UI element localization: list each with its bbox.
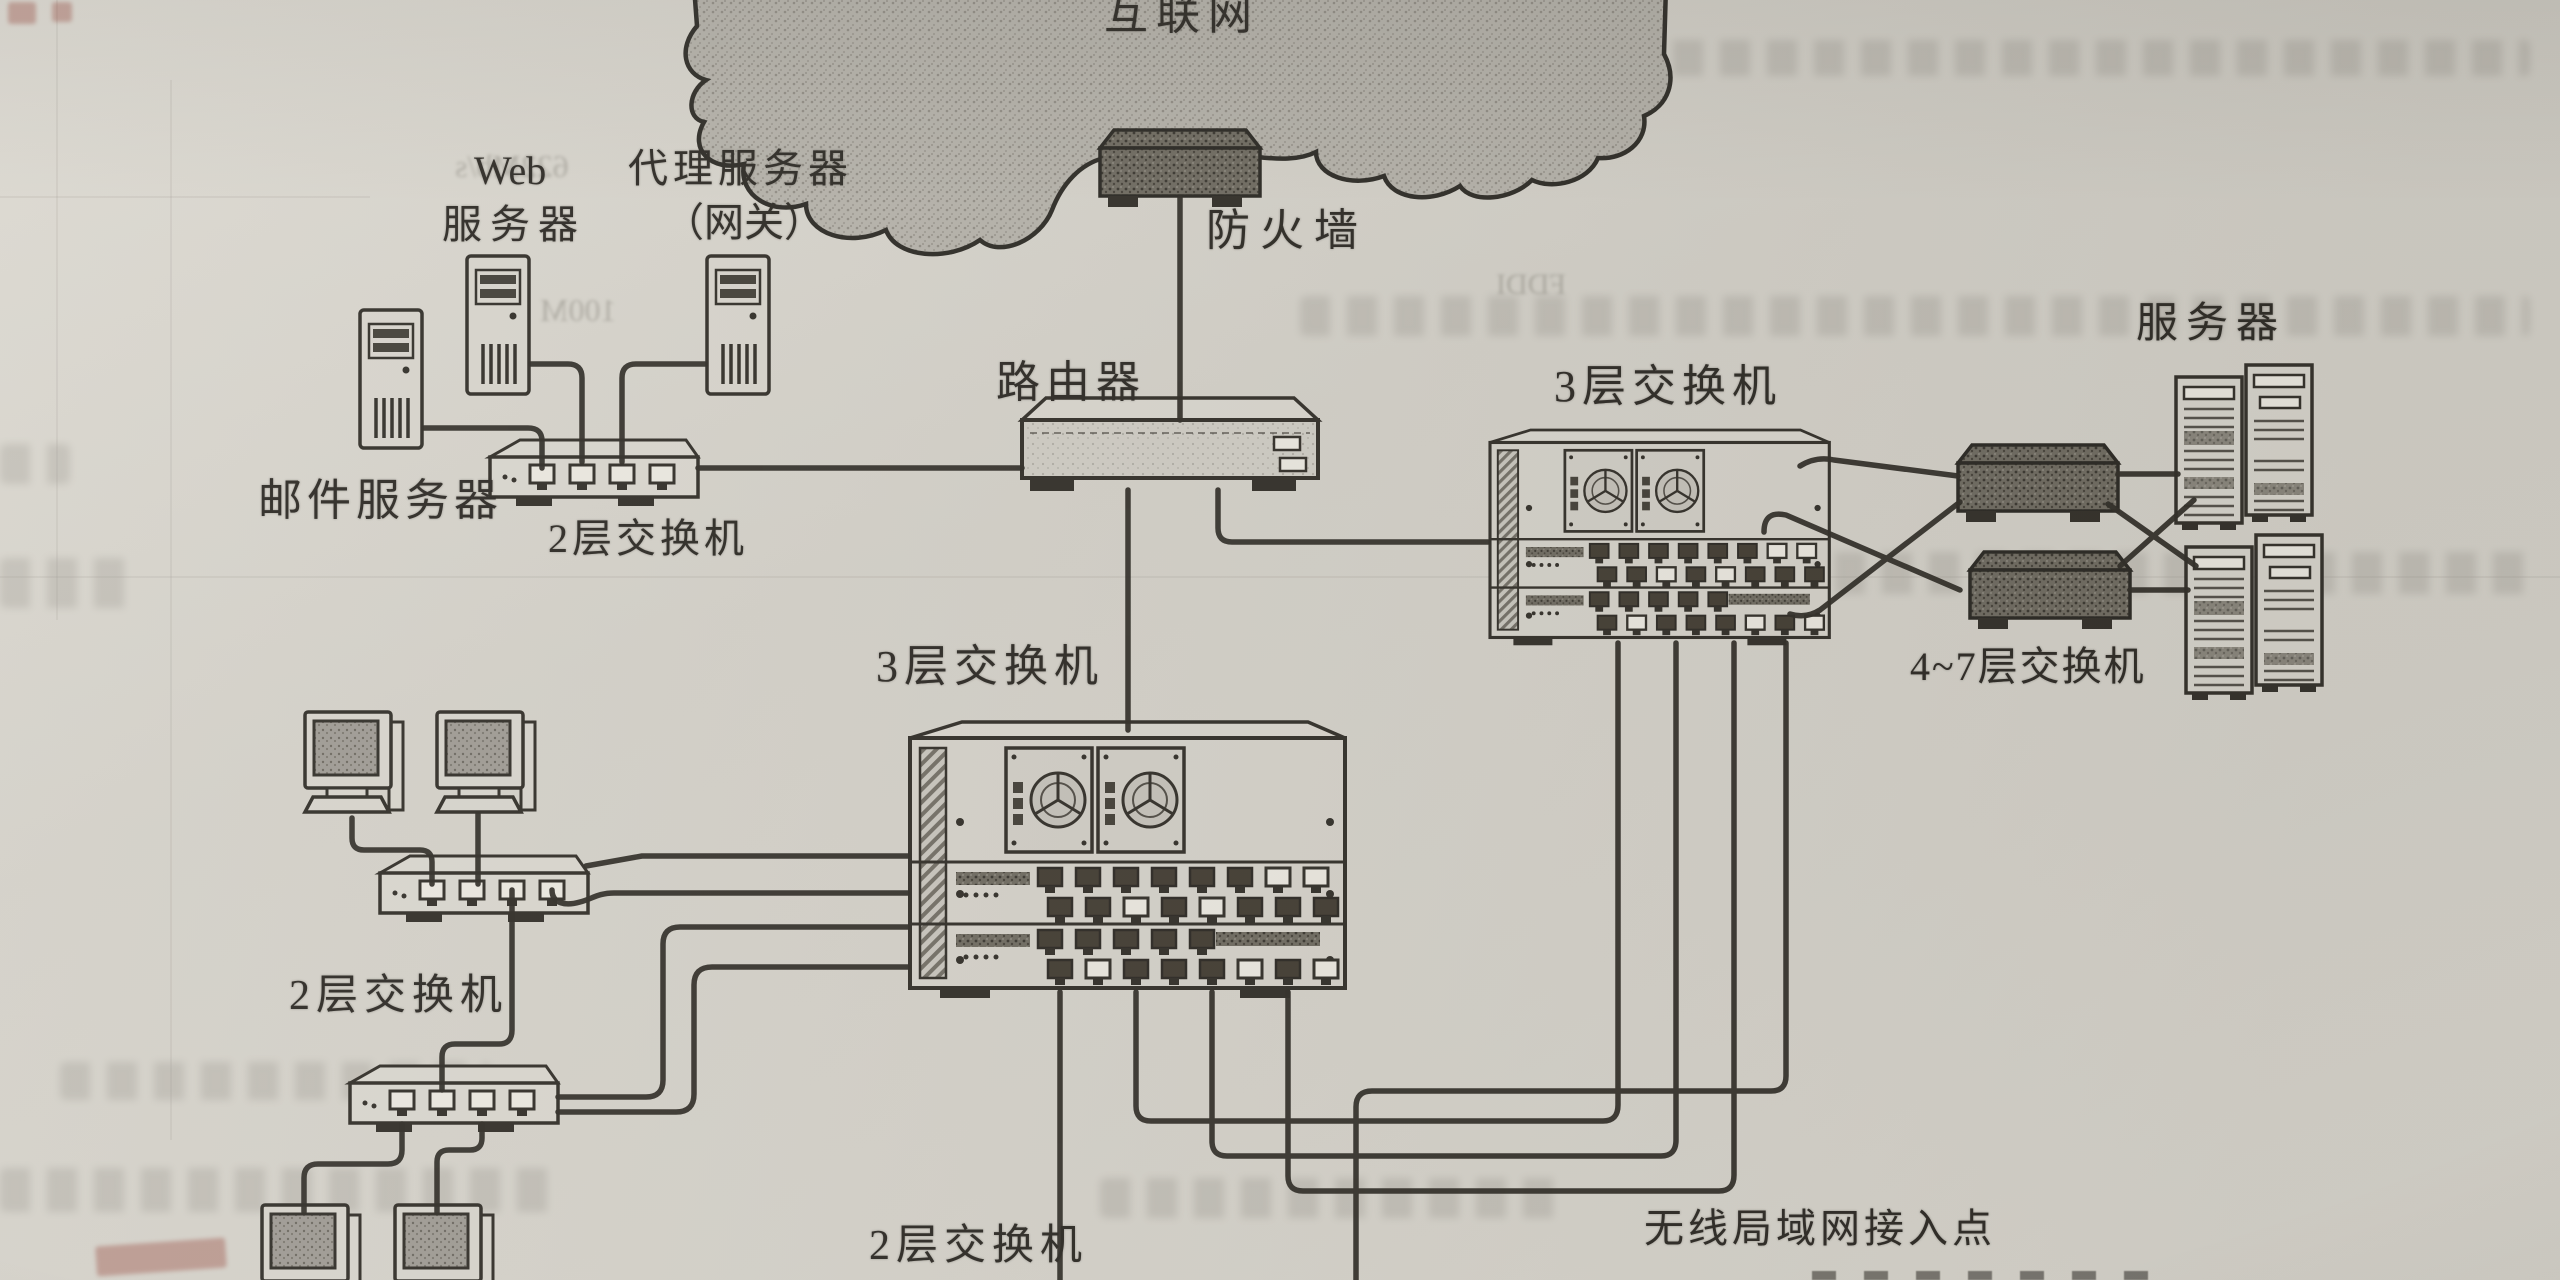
cable-switch3-core-2 (555, 964, 911, 1115)
cable-right-box1-cross (1787, 499, 1963, 619)
label-l2-switch-mid: 2层交换机 (289, 973, 509, 1019)
pc-3-device (260, 1203, 362, 1280)
cable-switch3-pc3 (301, 1121, 405, 1215)
cable-right-wlan (1353, 640, 1789, 1280)
cable-right-box2 (1761, 511, 1963, 593)
web-server-device (465, 254, 531, 396)
cable-switch3-pc4 (434, 1121, 485, 1215)
proxy-server-device (705, 254, 771, 396)
label-l3-switch-right: 3层交换机 (1554, 362, 1782, 411)
mail-server-device (358, 308, 424, 450)
cable-switch2-switch3 (439, 887, 515, 1093)
server-pair-2-device (2184, 533, 2324, 702)
label-l47-switch: 4~7层交换机 (1910, 644, 2146, 689)
label-router: 路由器 (996, 358, 1146, 407)
label-mail-server: 邮件服务器 (258, 476, 503, 525)
label-internet: 互联网 (1104, 0, 1260, 39)
network-cables (301, 195, 2199, 1280)
pc-4-device (393, 1203, 495, 1280)
cable-right-box1 (1797, 456, 1961, 479)
cable-mail-switch1 (421, 425, 545, 471)
cable-box2-server1 (2117, 497, 2197, 569)
cable-switch2-core-2 (549, 887, 911, 907)
cable-pc1-switch2 (349, 815, 435, 887)
cable-switch2-core-1 (583, 853, 911, 869)
l3-switch-right-device (1490, 430, 1829, 645)
cable-router-rightswitch (1215, 487, 1491, 545)
label-firewall: 防火墙 (1206, 206, 1368, 255)
label-wlan-ap: 无线局域网接入点 (1644, 1206, 1996, 1251)
label-proxy-server-1: 代理服务器 (628, 146, 853, 191)
l2-switch-bottom-device (350, 1066, 558, 1132)
l3-switch-core-device (910, 722, 1345, 998)
cable-core-right-1 (1133, 640, 1621, 1124)
cable-web-switch1 (528, 361, 585, 465)
label-servers: 服务器 (2136, 301, 2287, 347)
l47-switch-2-device (1968, 550, 2132, 631)
label-proxy-server-2: （网关） (664, 200, 824, 245)
pc-2-device (435, 710, 537, 814)
cable-proxy-switch1 (619, 361, 708, 465)
l2-switch-mid-device (380, 856, 588, 922)
l47-switch-1-device (1956, 443, 2120, 524)
cable-core-right-3 (1285, 640, 1737, 1194)
label-web-server-1: Web (474, 148, 547, 193)
cable-core-right-2 (1209, 640, 1679, 1159)
l2-switch-top-device (490, 440, 698, 506)
server-pair-1-device (2174, 363, 2314, 532)
label-l3-switch-core: 3层交换机 (876, 642, 1104, 691)
cable-switch3-core-1 (555, 924, 911, 1100)
label-l2-switch-top: 2层交换机 (548, 516, 748, 561)
label-l2-switch-bottom: 2层交换机 (869, 1223, 1089, 1269)
pc-1-device (303, 710, 405, 814)
router-device (1017, 396, 1323, 491)
label-web-server-2: 服务器 (442, 202, 586, 247)
